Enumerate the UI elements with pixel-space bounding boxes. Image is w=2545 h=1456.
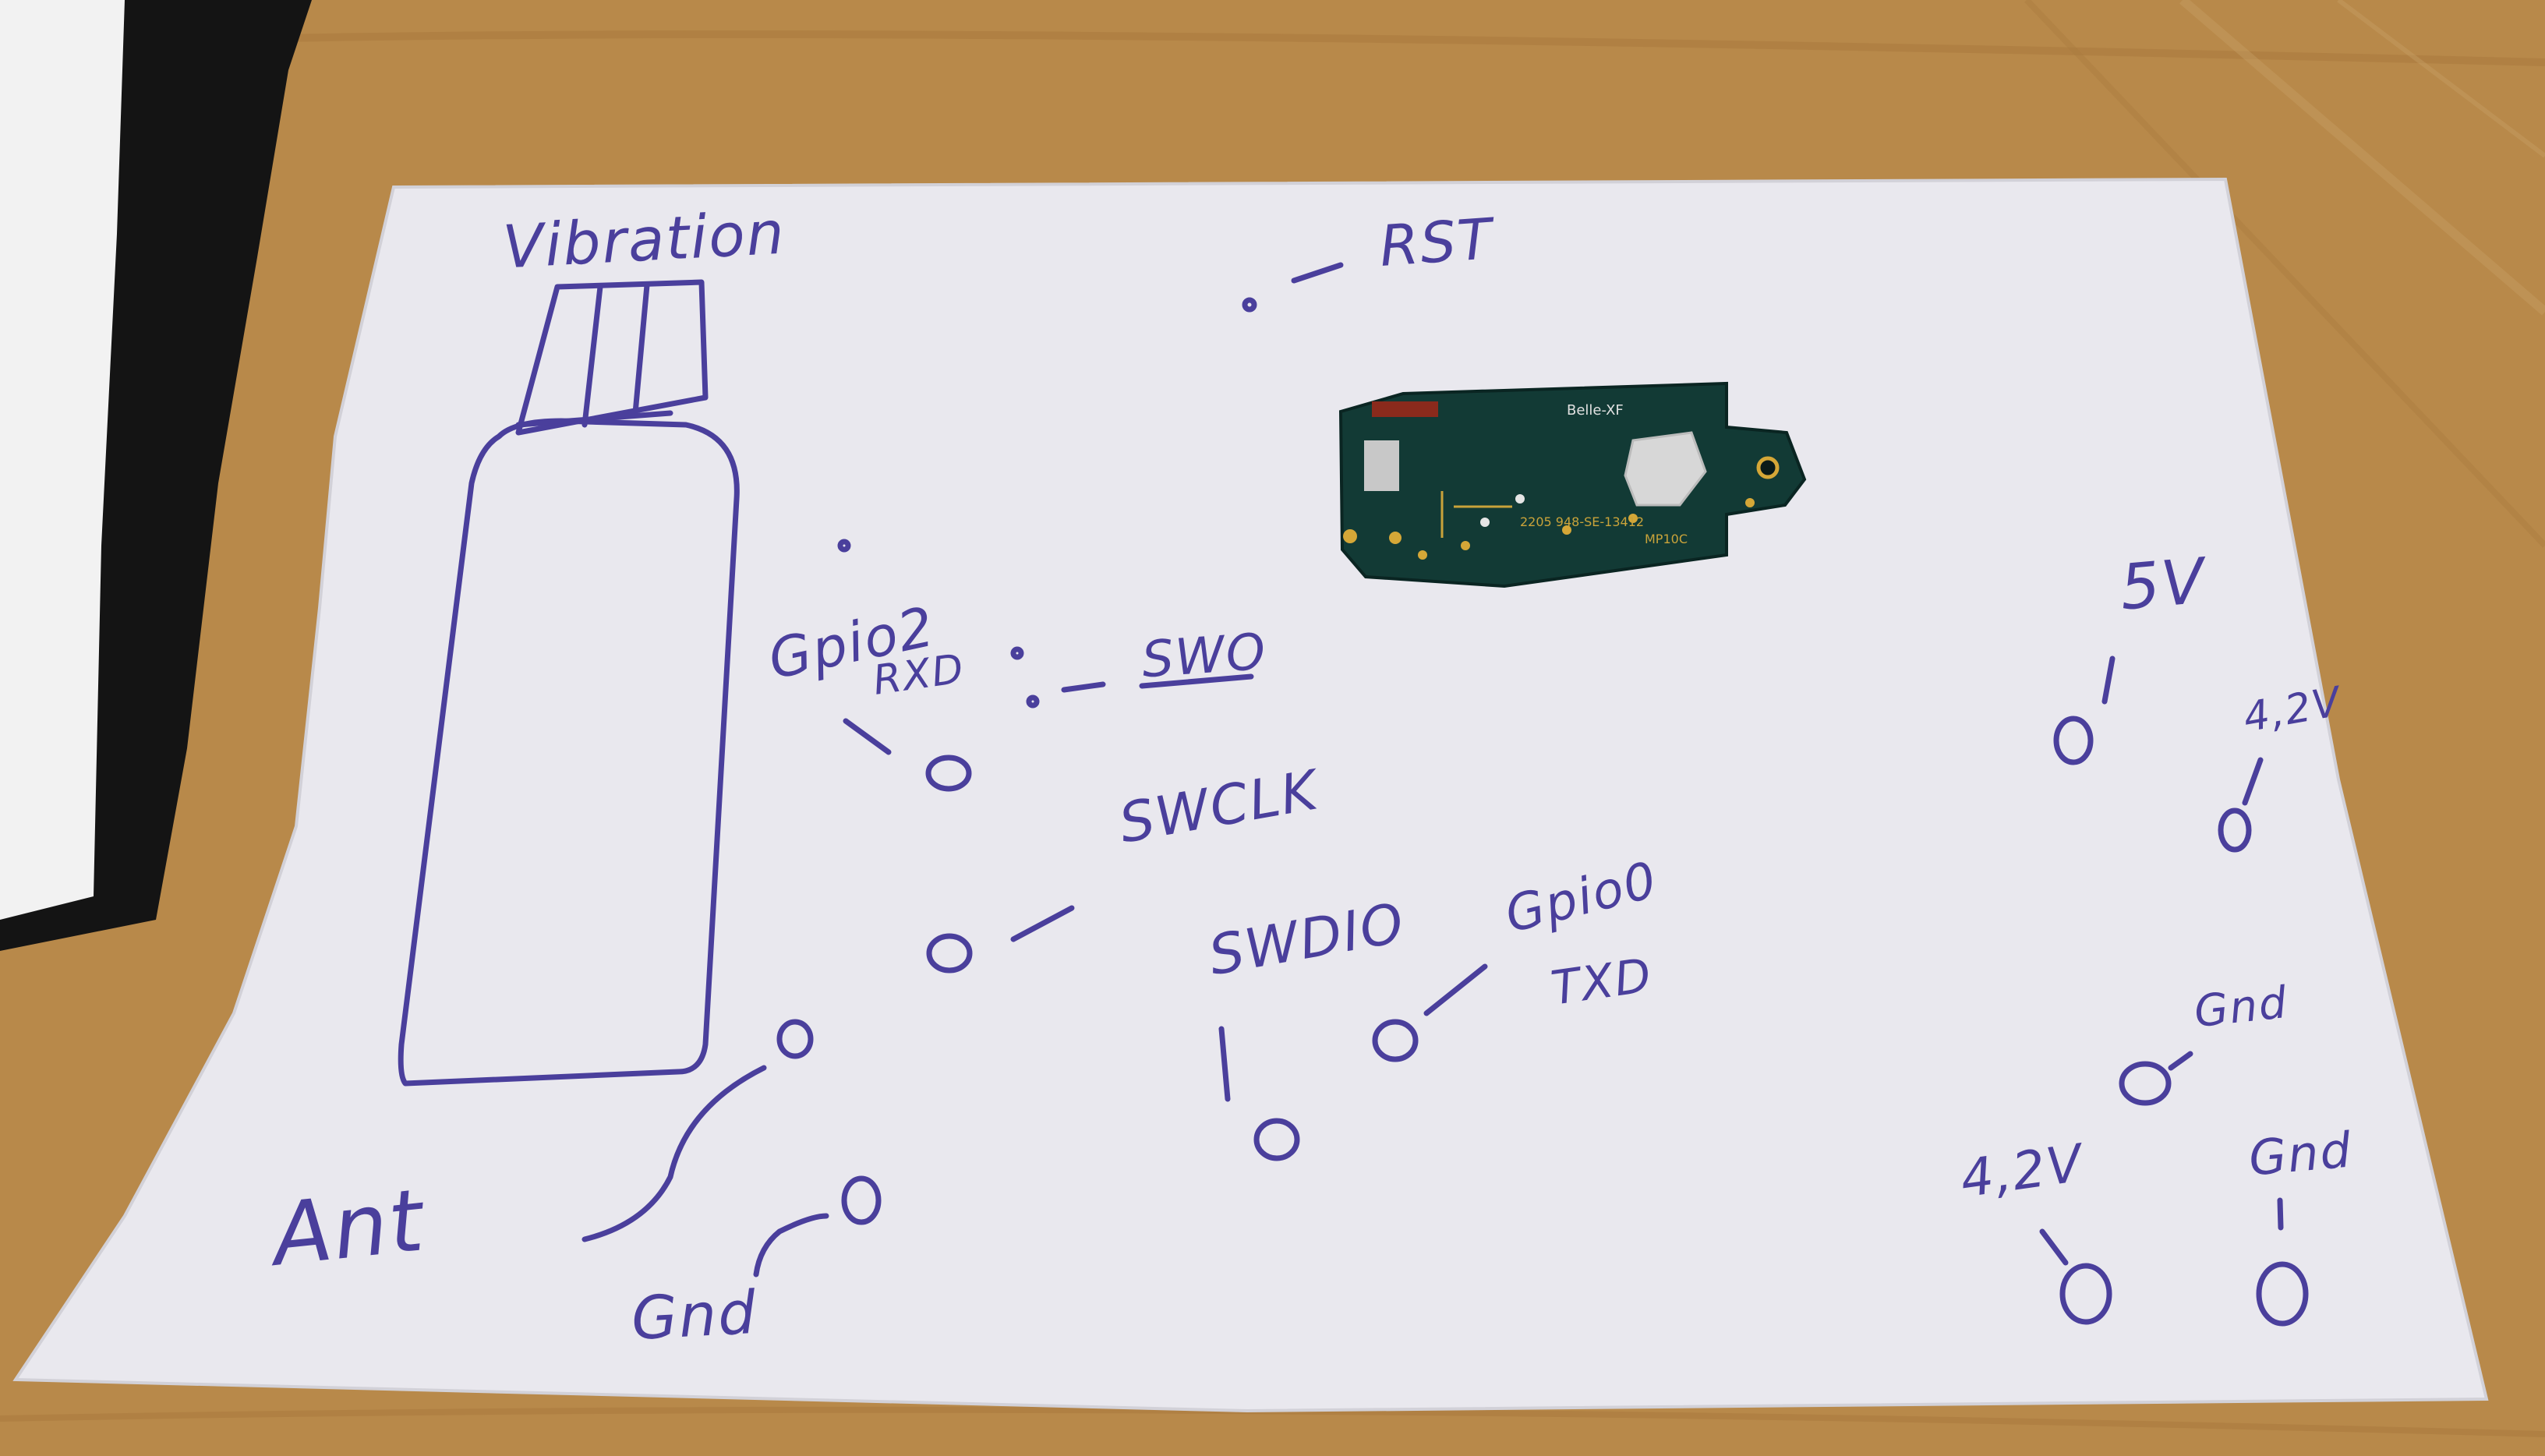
gpio2-pad — [925, 755, 972, 792]
rst-pad — [1242, 297, 1257, 313]
label-5v: 5V — [2117, 544, 2209, 624]
battery-outline — [398, 418, 740, 1087]
swdio-pad — [1253, 1118, 1300, 1161]
pcb-silkscreen-2: 2205 948-SE-13412 — [1520, 514, 1645, 529]
label-gnd-right: Gnd — [2246, 1121, 2355, 1187]
gnd-right-pad — [2256, 1261, 2309, 1327]
gnd-left-pad — [841, 1175, 882, 1225]
label-gnd-left: Gnd — [629, 1277, 759, 1354]
4v2-top-pad — [2218, 808, 2252, 853]
5v-pad — [2053, 716, 2094, 765]
swclk-pad — [926, 933, 973, 974]
label-txd: TXD — [1547, 948, 1656, 1016]
pcb-module — [1338, 381, 1807, 588]
label-rst: RST — [1377, 206, 1496, 279]
gnd-mid-pad — [2119, 1061, 2172, 1106]
pad-dot — [837, 539, 851, 553]
white-card — [0, 0, 125, 920]
label-gnd-mid: Gnd — [2191, 977, 2291, 1038]
ant-pad — [776, 1019, 814, 1059]
label-ant: Ant — [267, 1170, 429, 1285]
pcb-mount-hole — [1756, 456, 1780, 479]
pcb-silkscreen-3: MP10C — [1645, 532, 1688, 546]
4v2-bottom-pad — [2059, 1263, 2112, 1325]
pcb-silkscreen-1: Belle-XF — [1567, 402, 1624, 419]
pcb-solder-blob — [1624, 431, 1707, 507]
gpio0-pad — [1372, 1019, 1419, 1062]
ink-sketch — [398, 262, 2309, 1327]
pcb-shield-left — [1364, 440, 1399, 491]
vibration-motor-top — [515, 279, 709, 436]
label-vibration: Vibration — [500, 197, 787, 282]
label-rxd: RXD — [870, 645, 968, 705]
paper-sheet — [12, 177, 2489, 1413]
label-swo: SWO — [1140, 623, 1269, 690]
